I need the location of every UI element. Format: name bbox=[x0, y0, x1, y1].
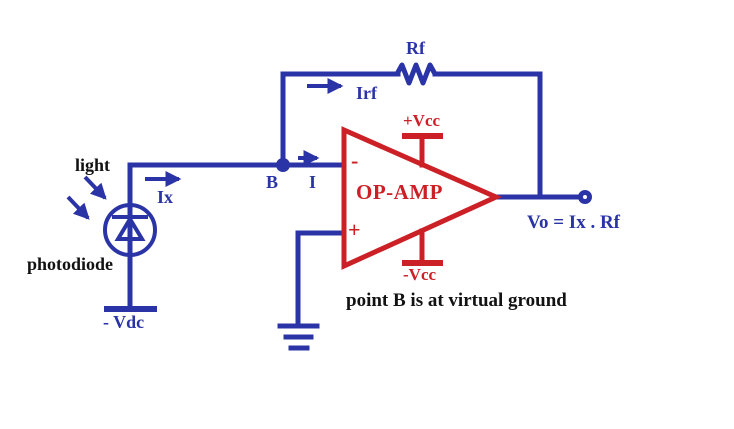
photodiode-wire bbox=[127, 162, 286, 312]
negative-supply-label: -Vcc bbox=[403, 265, 437, 284]
output-terminal bbox=[578, 190, 592, 204]
input-current-label: I bbox=[309, 172, 317, 192]
opamp-label: OP-AMP bbox=[356, 180, 443, 204]
light-arrow-icon bbox=[66, 195, 90, 220]
rf-resistor-label: Rf bbox=[406, 38, 425, 58]
light-arrow-icon bbox=[83, 175, 107, 200]
virtual-ground-annotation: point B is at virtual ground bbox=[346, 290, 567, 311]
output-equation-label: Vo = Ix . Rf bbox=[527, 212, 620, 233]
noninverting-input-wire bbox=[295, 230, 347, 328]
rf-resistor-symbol bbox=[394, 62, 438, 86]
vdc-supply-label: - Vdc bbox=[103, 312, 145, 332]
inverting-input-sign: - bbox=[351, 148, 359, 173]
light-arrows bbox=[66, 175, 107, 220]
photodiode-label: photodiode bbox=[27, 254, 114, 274]
positive-supply-label: +Vcc bbox=[403, 111, 441, 130]
noninverting-input-sign: + bbox=[348, 217, 361, 242]
ground-symbol bbox=[277, 323, 320, 351]
light-label: light bbox=[75, 155, 111, 175]
irf-current-label: Irf bbox=[356, 83, 377, 103]
feedback-wire-right bbox=[432, 71, 543, 200]
feedback-wire-left bbox=[280, 71, 401, 168]
node-b-label: B bbox=[266, 172, 279, 192]
node-b-dot bbox=[276, 158, 290, 172]
ix-current-label: Ix bbox=[157, 187, 174, 207]
wires bbox=[104, 71, 582, 328]
photodiode-symbol bbox=[103, 203, 157, 257]
vcc-negative-rail bbox=[402, 228, 443, 266]
vcc-positive-rail bbox=[402, 133, 443, 168]
